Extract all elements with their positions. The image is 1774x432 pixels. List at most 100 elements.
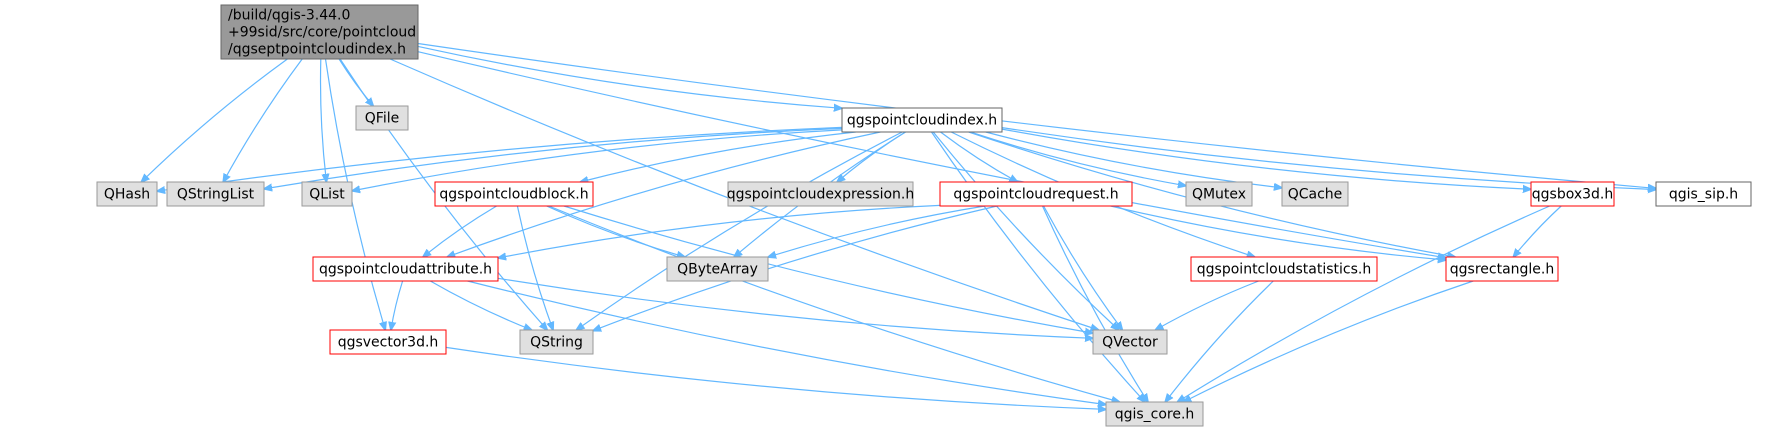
node-pcblock[interactable]: qgspointcloudblock.h <box>434 181 594 207</box>
node-label-qgissip: qgis_sip.h <box>1669 187 1738 203</box>
edge-root-to-qlist <box>319 58 327 182</box>
node-box-qbytearray <box>666 256 769 282</box>
edge-pcindex-to-pcattr <box>447 131 881 257</box>
node-label-box3d: qgsbox3d.h <box>1532 187 1614 203</box>
node-label-qhash: QHash <box>104 187 150 203</box>
node-qmutex: QMutex <box>1185 181 1253 207</box>
node-label-pcattr: qgspointcloudattribute.h <box>319 262 492 278</box>
edge-box3d-to-rect <box>1513 205 1562 257</box>
edge-pcindex-to-box3d <box>1001 128 1531 189</box>
edge-pcindex-to-qvector <box>932 131 1119 330</box>
edge-pcrequest-to-qvector <box>1043 205 1123 330</box>
edge-pcstats-to-qvector <box>1155 280 1259 330</box>
node-box-qstring <box>519 329 594 355</box>
node-label-qfile: QFile <box>365 111 399 127</box>
edge-root-to-qstringlist <box>223 58 303 182</box>
edge-pcindex-to-qlist <box>352 129 843 191</box>
edge-pcblock-to-qstring <box>516 205 553 330</box>
node-box3d[interactable]: qgsbox3d.h <box>1530 181 1615 207</box>
edge-root-to-qhash <box>141 58 288 182</box>
node-qgissip[interactable]: qgis_sip.h <box>1655 181 1752 207</box>
node-pcattr[interactable]: qgspointcloudattribute.h <box>312 256 499 282</box>
node-label-qvector: QVector <box>1102 335 1158 351</box>
edge-layer <box>141 42 1656 410</box>
edge-pcrequest-to-pcattr <box>498 204 941 258</box>
node-qstring: QString <box>519 329 594 355</box>
node-label-pcexpr: qgspointcloudexpression.h <box>727 187 915 203</box>
edge-pcattr-to-core <box>467 280 1107 405</box>
node-label-pcindex: qgspointcloudindex.h <box>847 113 997 129</box>
node-qcache: QCache <box>1281 181 1349 207</box>
node-box-qstringlist <box>166 181 265 207</box>
node-box-qcache <box>1281 181 1349 207</box>
node-label-qmutex: QMutex <box>1192 187 1246 203</box>
edge-pcindex-to-qstringlist <box>264 127 843 189</box>
edge-pcrequest-to-qstring <box>593 205 998 331</box>
node-box-qlist <box>301 181 353 207</box>
edge-pcindex-to-qcache <box>985 131 1282 188</box>
node-qbytearray: QByteArray <box>666 256 769 282</box>
edge-pcblock-to-qbytearray <box>546 205 685 257</box>
edge-pcattr-to-vec3d <box>391 280 404 330</box>
node-root[interactable]: /build/qgis-3.44.0+99sid/src/core/pointc… <box>220 4 419 60</box>
node-label-vec3d: qgsvector3d.h <box>338 335 439 351</box>
edge-pcindex-to-qstring <box>576 131 903 330</box>
node-box-pcblock <box>434 181 594 207</box>
node-box-vec3d <box>329 329 447 355</box>
edge-pcrequest-to-rect <box>1110 205 1446 260</box>
edge-root-to-rect <box>417 51 1446 258</box>
node-box-qhash <box>96 181 158 207</box>
node-pcexpr: qgspointcloudexpression.h <box>727 181 915 207</box>
node-label-pcblock: qgspointcloudblock.h <box>439 187 588 203</box>
node-label-root: /qgseptpointcloudindex.h <box>228 42 406 58</box>
node-qlist: QList <box>301 181 353 207</box>
edge-rect-to-core <box>1183 280 1474 402</box>
node-pcindex[interactable]: qgspointcloudindex.h <box>841 107 1003 133</box>
node-label-rect: qgsrectangle.h <box>1450 262 1554 278</box>
edge-pcindex-to-pcrequest <box>940 131 1018 182</box>
edge-vec3d-to-core <box>445 346 1106 409</box>
edge-pcindex-to-core <box>931 131 1146 402</box>
node-box-pcindex <box>841 107 1003 133</box>
node-rect[interactable]: qgsrectangle.h <box>1445 256 1559 282</box>
node-layer: /build/qgis-3.44.0+99sid/src/core/pointc… <box>96 4 1752 427</box>
edge-pcattr-to-qvector <box>497 277 1093 338</box>
node-box-root <box>220 4 419 60</box>
edge-box3d-to-core <box>1177 205 1550 402</box>
node-label-pcstats: qgspointcloudstatistics.h <box>1197 262 1371 278</box>
node-pcstats[interactable]: qgspointcloudstatistics.h <box>1190 256 1378 282</box>
node-box-core <box>1105 401 1204 427</box>
node-qvector: QVector <box>1092 329 1168 355</box>
edge-pcattr-to-qstring <box>430 280 531 330</box>
node-box-pcrequest <box>939 181 1133 207</box>
node-label-core: qgis_core.h <box>1115 407 1195 423</box>
node-label-pcrequest: qgspointcloudrequest.h <box>953 187 1118 203</box>
node-box-qvector <box>1092 329 1168 355</box>
node-qhash: QHash <box>96 181 158 207</box>
node-label-qstring: QString <box>530 335 583 351</box>
node-box-box3d <box>1530 181 1615 207</box>
edge-pcrequest-to-core <box>1041 205 1149 402</box>
edge-pcblock-to-core <box>548 205 1120 402</box>
node-label-qlist: QList <box>309 187 345 203</box>
node-box-pcexpr <box>727 181 914 207</box>
node-vec3d[interactable]: qgsvector3d.h <box>329 329 447 355</box>
node-label-root: +99sid/src/core/pointcloud <box>228 25 416 41</box>
node-qfile: QFile <box>355 105 409 131</box>
node-label-qbytearray: QByteArray <box>677 262 758 278</box>
node-label-root: /build/qgis-3.44.0 <box>228 8 350 24</box>
node-box-rect <box>1445 256 1559 282</box>
edge-pcblock-to-qvector <box>563 205 1093 333</box>
edge-pcrequest-to-qbytearray <box>768 205 986 257</box>
node-label-qstringlist: QStringList <box>177 187 255 203</box>
edge-pcindex-to-pcblock <box>580 131 856 182</box>
node-box-qfile <box>355 105 409 131</box>
node-box-pcattr <box>312 256 499 282</box>
edge-root-to-qgissip <box>417 42 1656 189</box>
node-core: qgis_core.h <box>1105 401 1204 427</box>
edge-pcstats-to-core <box>1165 280 1274 402</box>
node-box-qmutex <box>1185 181 1253 207</box>
node-pcrequest[interactable]: qgspointcloudrequest.h <box>939 181 1133 207</box>
edge-root-to-qfile <box>338 58 373 106</box>
